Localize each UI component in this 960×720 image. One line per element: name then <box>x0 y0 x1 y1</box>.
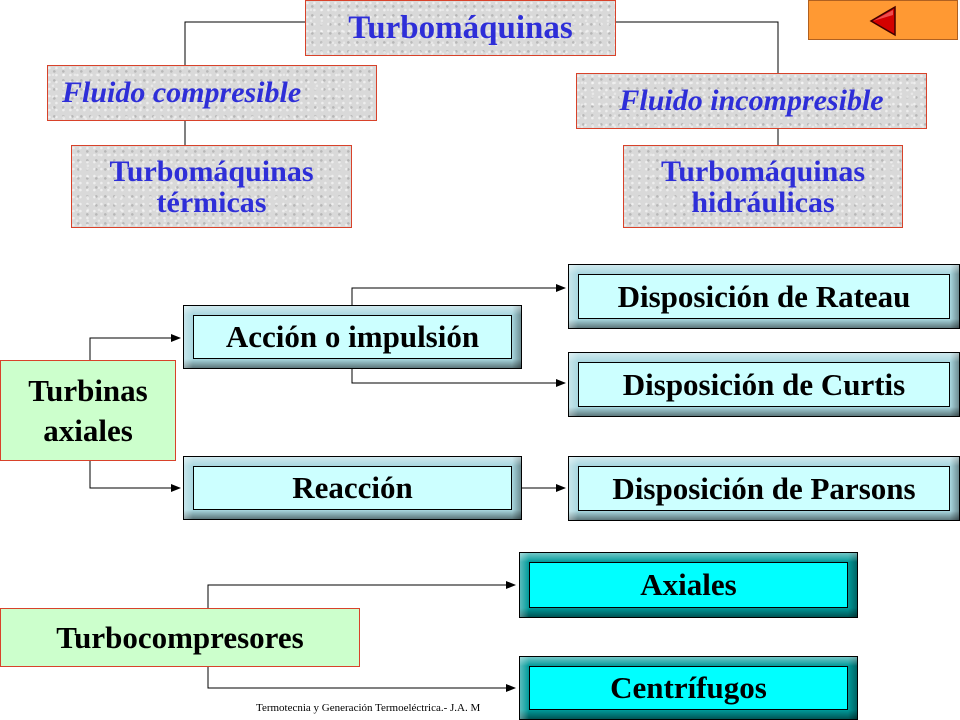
thermal-line-2: térmicas <box>156 185 267 219</box>
turbocompressors-box: Turbocompresores <box>0 608 360 667</box>
turbomachines-title: Turbomáquinas <box>305 0 616 56</box>
hydraulic-line-2: hidráulicas <box>691 185 835 219</box>
thermal-turbomachines-box: Turbomáquinas térmicas <box>71 145 352 228</box>
compressible-fluid-box: Fluido compresible <box>47 65 377 121</box>
hydraulic-turbomachines-box: Turbomáquinas hidráulicas <box>623 145 903 228</box>
axial-compressors-label: Axiales <box>529 562 848 608</box>
centrifugal-compressors-box: Centrífugos <box>519 656 858 720</box>
hydraulic-line-1: Turbomáquinas <box>661 154 865 188</box>
back-button[interactable] <box>808 0 958 40</box>
action-impulse-box: Acción o impulsión <box>183 305 522 369</box>
action-impulse-label: Acción o impulsión <box>193 315 512 359</box>
rateau-label: Disposición de Rateau <box>578 274 950 319</box>
rateau-box: Disposición de Rateau <box>568 264 960 329</box>
axial-compressors-box: Axiales <box>519 552 858 618</box>
back-arrow-icon <box>869 5 896 37</box>
footer-credit: Termotecnia y Generación Termoeléctrica.… <box>256 702 481 714</box>
reaction-label: Reacción <box>193 466 512 510</box>
curtis-label: Disposición de Curtis <box>578 362 950 407</box>
parsons-label: Disposición de Parsons <box>578 466 950 511</box>
axial-turbines-line-1: Turbinas <box>28 372 148 408</box>
axial-turbines-box: Turbinas axiales <box>0 360 176 461</box>
axial-turbines-line-2: axiales <box>43 412 133 448</box>
curtis-box: Disposición de Curtis <box>568 352 960 417</box>
thermal-line-1: Turbomáquinas <box>109 154 314 188</box>
centrifugal-compressors-label: Centrífugos <box>529 666 848 710</box>
incompressible-fluid-box: Fluido incompresible <box>576 73 927 129</box>
parsons-box: Disposición de Parsons <box>568 456 960 521</box>
reaction-box: Reacción <box>183 456 522 520</box>
